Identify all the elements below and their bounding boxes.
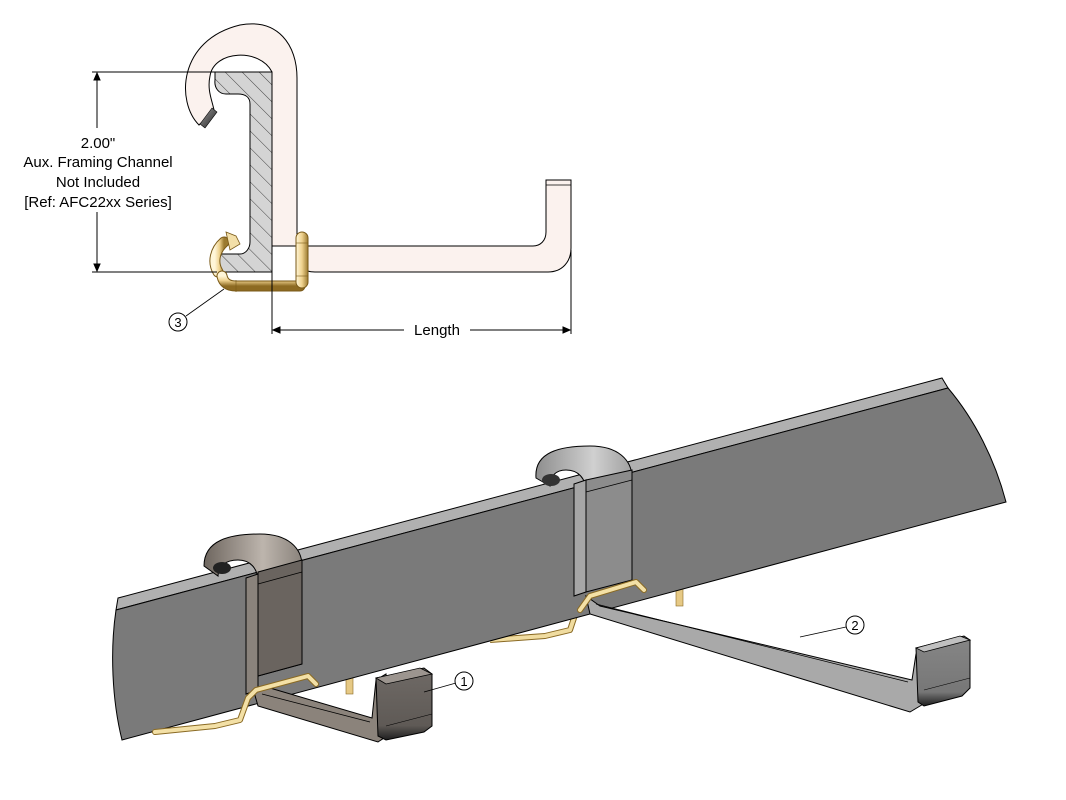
note-line-2: Not Included	[56, 174, 140, 191]
note-line-1: Aux. Framing Channel	[23, 154, 172, 171]
section-view: 2.00" Aux. Framing Channel Not Included …	[23, 23, 572, 339]
hook-tip	[199, 107, 218, 129]
hanger-section	[185, 24, 570, 270]
balloon-2: 2	[799, 615, 865, 638]
balloon-1-label: 1	[460, 674, 467, 689]
balloon-2-label: 2	[851, 618, 858, 633]
channel-front-face	[112, 387, 1007, 741]
hanger-hook	[185, 23, 572, 273]
balloon-3: 3	[168, 288, 225, 332]
hanger-bracket-front	[203, 533, 434, 743]
height-dimension	[92, 71, 217, 273]
hanger-bracket-rear	[535, 445, 972, 713]
balloon-3-label: 3	[174, 315, 181, 330]
height-dimension-value: 2.00"	[81, 135, 116, 152]
length-dimension-label: Length	[414, 322, 460, 339]
note-line-3: [Ref: AFC22xx Series]	[24, 194, 172, 211]
wire-clip-section	[209, 231, 309, 292]
length-dimension	[271, 250, 572, 334]
balloon-1: 1	[423, 671, 474, 693]
isometric-view: 1 2	[112, 377, 1007, 743]
wire-clip-front	[152, 579, 647, 735]
